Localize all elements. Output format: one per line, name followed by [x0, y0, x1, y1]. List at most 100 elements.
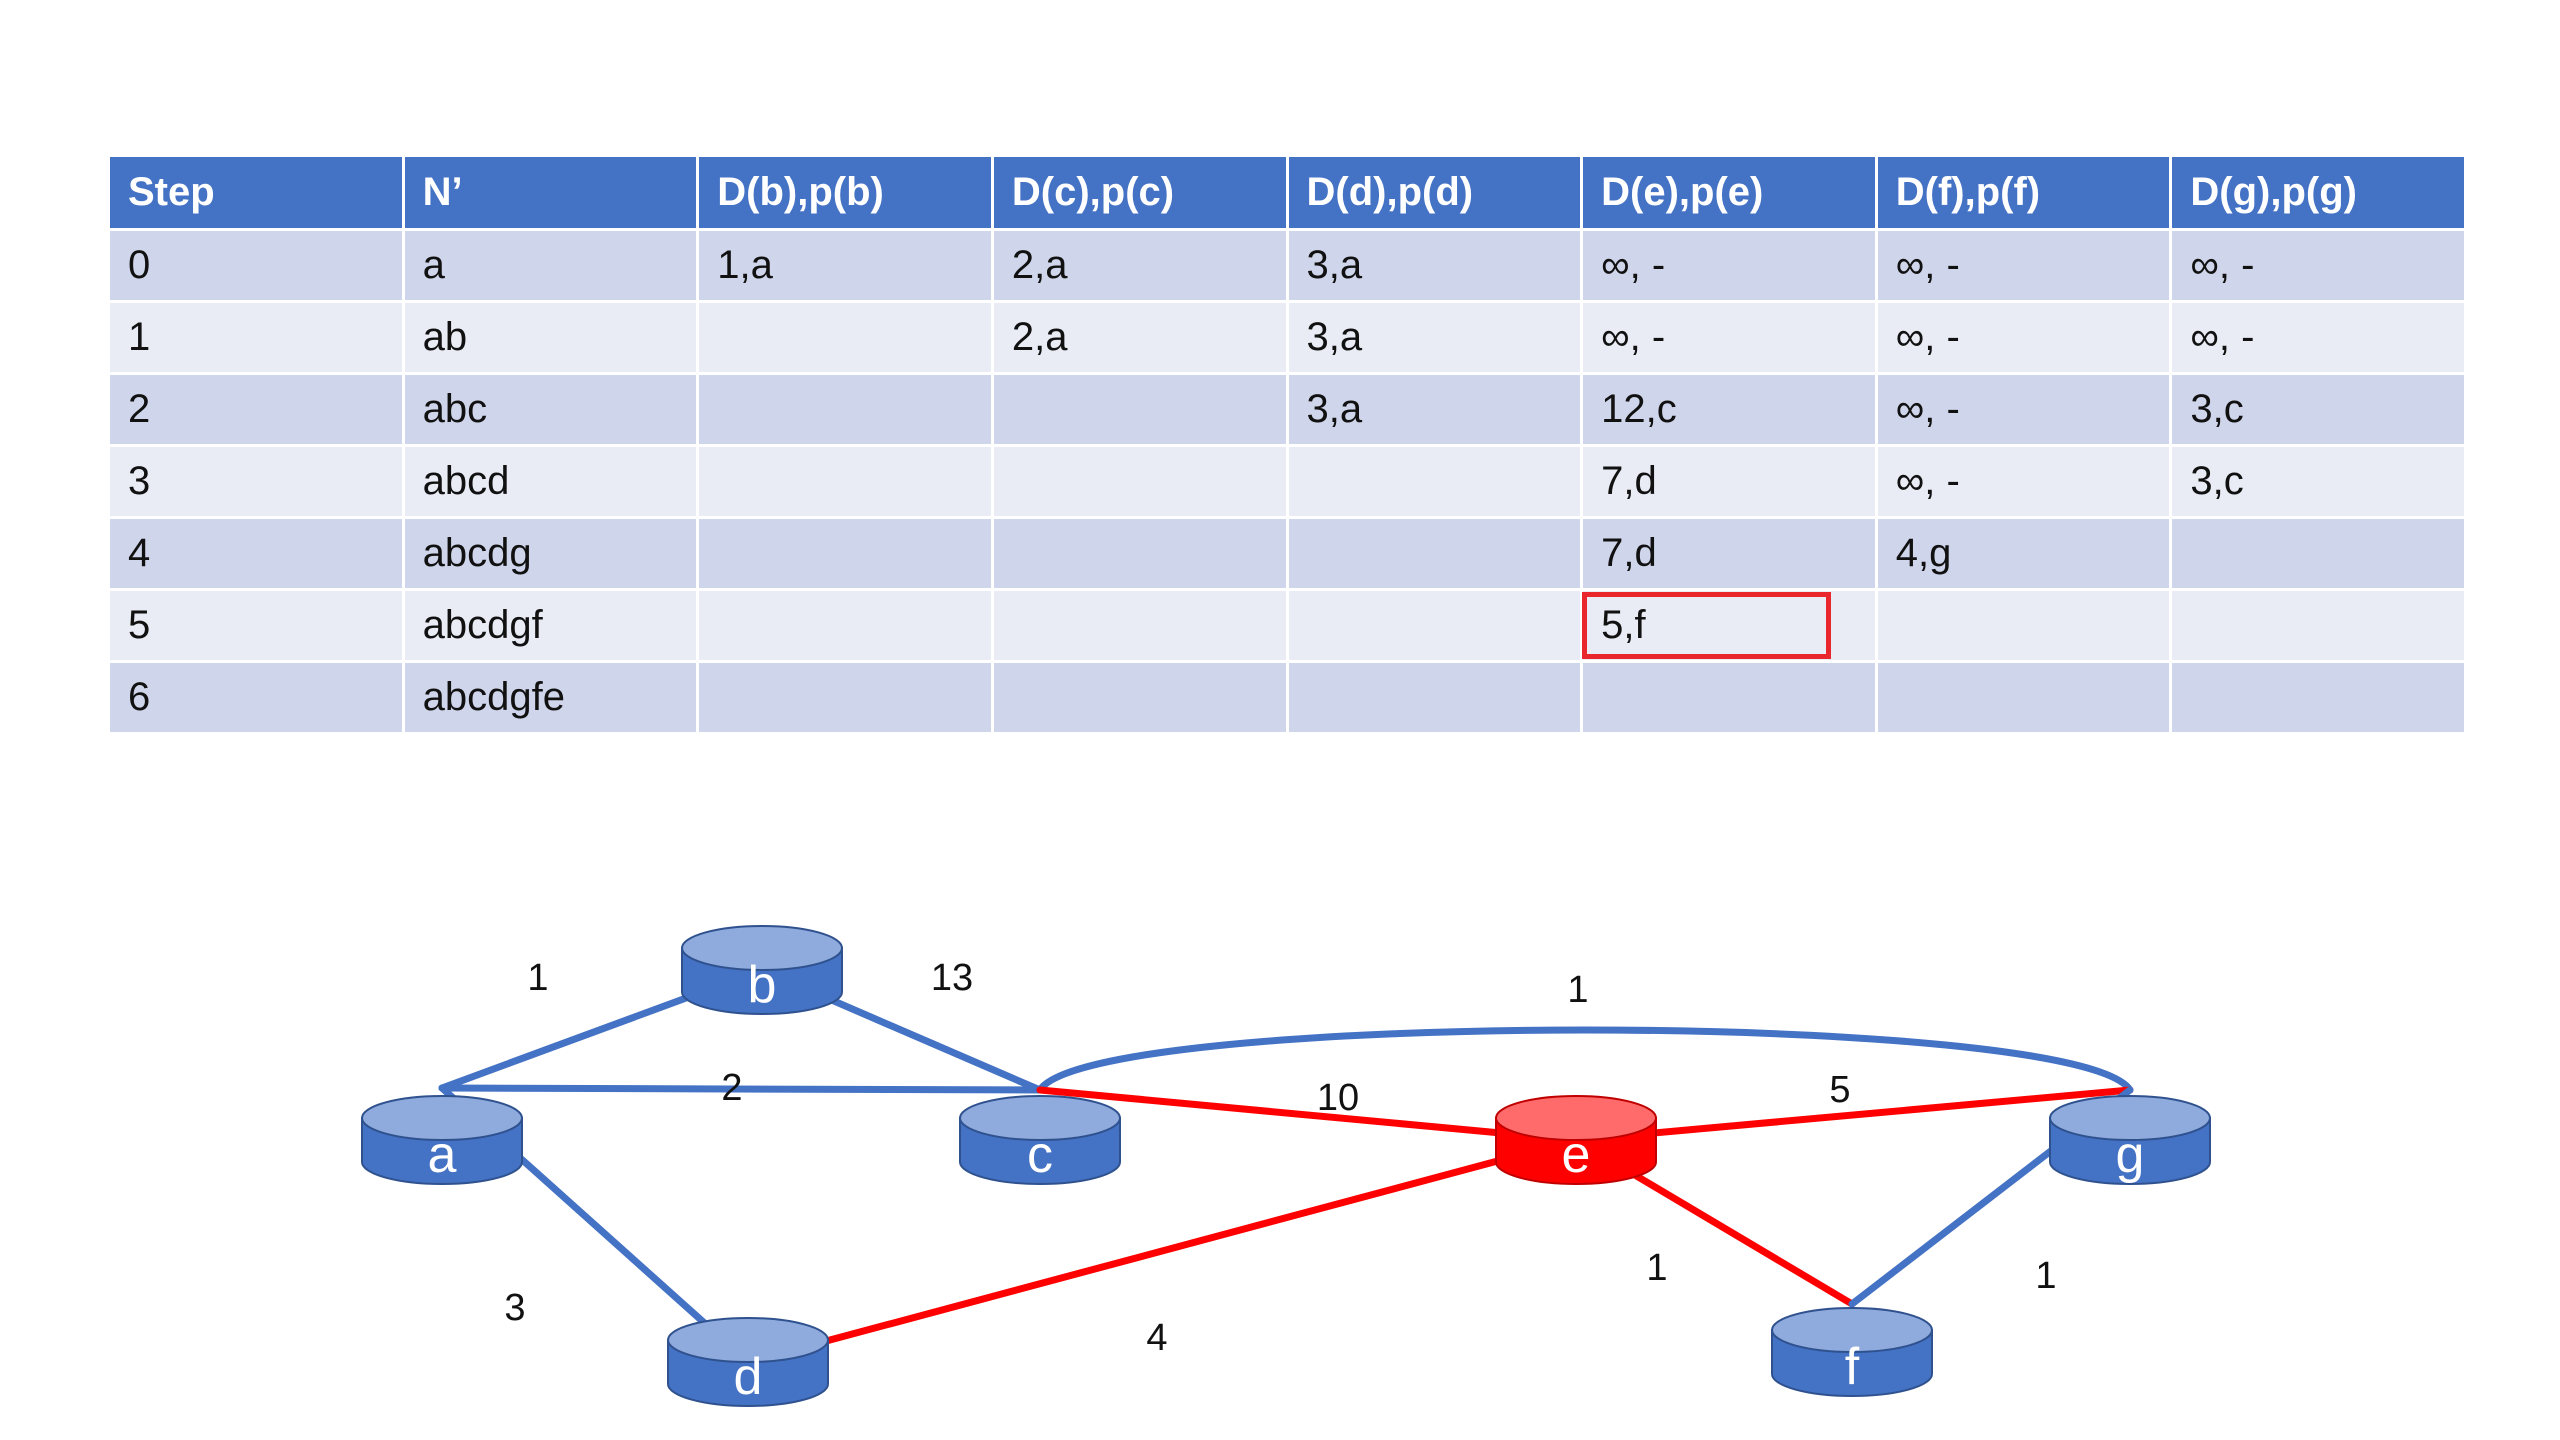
column-header-6: D(f),p(f) — [1874, 154, 2173, 231]
table-cell — [1285, 444, 1584, 519]
table-cell: 3,c — [2169, 444, 2467, 519]
table-cell: 3,c — [2169, 372, 2467, 447]
edge-weight-c-e: 10 — [1317, 1077, 1359, 1119]
router-label-a: a — [428, 1126, 457, 1184]
table-cell: a — [401, 228, 700, 303]
cell-value: 0 — [128, 243, 151, 287]
table-cell — [696, 588, 994, 663]
table-cell: ∞, - — [1874, 444, 2173, 519]
table-cell: 3 — [107, 444, 405, 519]
cell-value: abcdgfe — [422, 675, 565, 719]
edge-weight-a-d: 3 — [504, 1287, 525, 1329]
router-node-e: e — [1495, 1095, 1657, 1185]
edge-a-c — [438, 1084, 1044, 1094]
router-top-d — [667, 1317, 829, 1363]
table-cell — [1874, 660, 2173, 735]
cell-value: 4,g — [1895, 531, 1952, 575]
column-header-7: D(g),p(g) — [2169, 154, 2467, 231]
edge-weight-b-c: 13 — [931, 957, 973, 999]
table-cell: ab — [401, 300, 700, 375]
cell-value: ∞, - — [1895, 459, 1960, 503]
cell-value: 2,a — [1011, 243, 1068, 287]
router-label-e: e — [1562, 1126, 1591, 1184]
table-cell — [1285, 588, 1584, 663]
table-cell: 5 — [107, 588, 405, 663]
table-cell: 2,a — [990, 228, 1289, 303]
table-cell: 1,a — [696, 228, 994, 303]
table-cell — [696, 660, 994, 735]
edge-e-g — [1572, 1086, 2134, 1144]
table-cell: ∞, - — [1874, 372, 2173, 447]
router-top-f — [1771, 1307, 1933, 1353]
cell-value: ∞, - — [2190, 243, 2255, 287]
table-cell: ∞, - — [1580, 228, 1878, 303]
table-cell: ∞, - — [2169, 300, 2467, 375]
cell-value: 3,a — [1306, 243, 1363, 287]
cell-value: abcdgf — [422, 603, 543, 647]
table-cell: 7,d — [1580, 516, 1878, 591]
edge-weight-g-f: 1 — [2035, 1255, 2056, 1297]
table-row: 6 abcdgfe — [107, 660, 2467, 735]
column-header-2: D(b),p(b) — [696, 154, 994, 231]
table-cell — [2169, 516, 2467, 591]
router-label-f: f — [1845, 1338, 1860, 1396]
table-cell: 6 — [107, 660, 405, 735]
table-cell — [1285, 660, 1584, 735]
table-cell: abcdg — [401, 516, 700, 591]
table-cell: 1 — [107, 300, 405, 375]
edge-weight-a-c: 2 — [721, 1067, 742, 1109]
edge-layer — [438, 966, 2134, 1366]
router-node-f: f — [1771, 1307, 1933, 1397]
router-label-b: b — [748, 956, 777, 1014]
table-cell — [2169, 660, 2467, 735]
table-cell: ∞, - — [1874, 300, 2173, 375]
table-cell — [1874, 588, 2173, 663]
cell-value: a — [422, 243, 445, 287]
table-cell — [990, 516, 1289, 591]
router-node-g: g — [2049, 1095, 2211, 1185]
table-cell: abcdgf — [401, 588, 700, 663]
router-top-c — [959, 1095, 1121, 1141]
cell-value: 5 — [128, 603, 151, 647]
table-cell — [696, 372, 994, 447]
router-label-c: c — [1027, 1126, 1053, 1184]
cell-value: 6 — [128, 675, 151, 719]
table-cell: 0 — [107, 228, 405, 303]
edge-d-e — [744, 1136, 1580, 1366]
edge-weight-e-f: 1 — [1646, 1247, 1667, 1289]
router-top-b — [681, 925, 843, 971]
router-label-g: g — [2116, 1126, 2145, 1184]
table-cell — [1580, 660, 1878, 735]
column-header-5: D(e),p(e) — [1580, 154, 1878, 231]
cell-value: 1,a — [717, 243, 773, 287]
edge-weight-d-e: 4 — [1146, 1317, 1167, 1359]
table-cell: ∞, - — [1580, 300, 1878, 375]
cell-value: ∞, - — [1601, 243, 1666, 287]
table-row: 0 a 1,a 2,a 3,a ∞, - ∞, - ∞, - — [107, 228, 2467, 303]
cell-value: 3,a — [1306, 387, 1363, 431]
table-cell: abcdgfe — [401, 660, 700, 735]
table-cell — [1285, 516, 1584, 591]
cell-value: abcd — [422, 459, 510, 503]
column-header-4: D(d),p(d) — [1285, 154, 1584, 231]
router-node-b: b — [681, 925, 843, 1015]
table-cell — [990, 660, 1289, 735]
cell-value: 12,c — [1601, 387, 1677, 431]
router-label-d: d — [734, 1348, 763, 1406]
cell-value: ∞, - — [1895, 315, 1960, 359]
cell-value: 3,a — [1306, 315, 1363, 359]
cell-value: 7,d — [1601, 531, 1657, 575]
cell-value: abc — [422, 387, 488, 431]
table-cell — [2169, 588, 2467, 663]
table-cell: ∞, - — [1874, 228, 2173, 303]
table-cell: 7,d — [1580, 444, 1878, 519]
